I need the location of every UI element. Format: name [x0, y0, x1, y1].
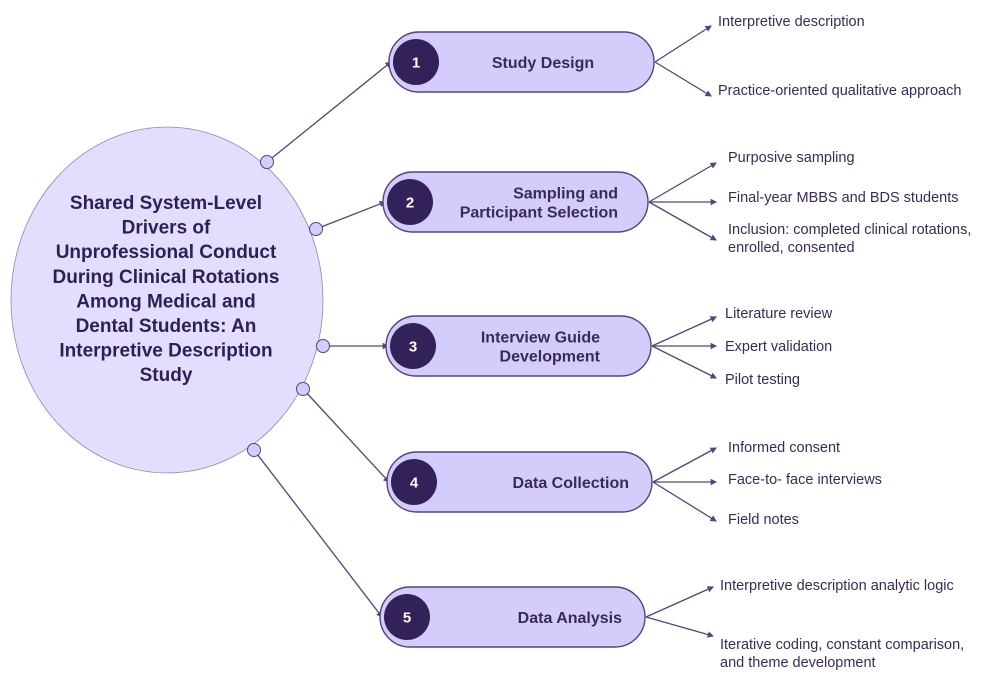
connector-dot [316, 339, 330, 353]
step-5: 5 Data Analysis Interpretive description a… [379, 578, 964, 671]
step-label: Interview Guide [481, 330, 600, 347]
hub-title-line: During Clinical Rotations [53, 267, 280, 288]
branch-arrow [652, 447, 717, 483]
branch-item-text: Interpretive description analytic logic [720, 578, 954, 594]
hub-title-line: Shared System-Level [70, 193, 262, 214]
hub-connector-line [266, 61, 392, 163]
branch-item-text: Iterative coding, constant comparison, [720, 637, 964, 653]
step-label: Participant Selection [460, 205, 618, 222]
step-number: 2 [406, 195, 414, 212]
hub-connector-line [302, 388, 390, 483]
step-pill [382, 171, 649, 233]
hub-title-line: Among Medical and [76, 291, 255, 312]
step-label: Sampling and [513, 186, 618, 203]
step-number-badge [384, 594, 430, 640]
step-label: Data Collection [513, 475, 629, 492]
branch-item-text: Field notes [728, 512, 799, 528]
branch-item-text: and theme development [720, 655, 876, 671]
branch-item-text: Expert validation [725, 339, 832, 355]
hub-ellipse [10, 126, 324, 474]
connector-dots [247, 155, 330, 457]
step-label: Development [500, 349, 601, 366]
branch-arrow [645, 586, 714, 618]
connector-dot [296, 382, 310, 396]
branch-item-text: Pilot testing [725, 372, 800, 388]
branch-arrow [651, 316, 717, 347]
step-label: Data Analysis [518, 610, 622, 627]
connector-dot [260, 155, 274, 169]
branch-arrow [651, 345, 717, 379]
step-label: Study Design [492, 55, 594, 72]
step-pill [385, 315, 652, 377]
hub-title-line: Interpretive Description [59, 341, 272, 362]
step-1: 1 Study Design Interpretive descriptionPra… [388, 14, 961, 99]
step-number-badge [391, 459, 437, 505]
step-4: 4 Data Collection Informed consentFace-to-… [386, 440, 882, 528]
branch-arrow [654, 61, 712, 97]
step-number-badge [393, 39, 439, 85]
connector-dot [247, 443, 261, 457]
step-pill [388, 31, 655, 93]
branch-item-text: Interpretive description [718, 14, 865, 30]
step-number: 4 [410, 475, 419, 492]
hub-connector-line [315, 200, 387, 230]
step-number: 5 [403, 610, 411, 627]
branch-item-text: Final-year MBBS and BDS students [728, 190, 959, 206]
step-number: 3 [409, 339, 417, 356]
step-number: 1 [412, 55, 420, 72]
branch-item-text: Inclusion: completed clinical rotations, [728, 222, 971, 238]
branch-item-text: Literature review [725, 306, 833, 322]
step-pill [386, 451, 653, 513]
branch-arrow [652, 481, 717, 522]
step-number-badge [390, 323, 436, 369]
branch-item-text: Purposive sampling [728, 150, 855, 166]
hub-connector-line [253, 449, 383, 618]
connector-dot [309, 222, 323, 236]
hub-title-line: Unprofessional Conduct [56, 242, 277, 263]
branch-item-text: Informed consent [728, 440, 840, 456]
branch-item-text: Practice-oriented qualitative approach [718, 83, 961, 99]
hub-title-line: Study [140, 365, 193, 386]
hub-title-line: Drivers of [122, 218, 211, 239]
branch-arrow [654, 25, 712, 63]
branch-item-text: Face-to- face interviews [728, 472, 882, 488]
hub-title-line: Dental Students: An [76, 316, 257, 337]
branch-arrow [645, 616, 715, 638]
connectors [253, 61, 392, 618]
branch-item-text: enrolled, consented [728, 240, 855, 256]
branch-arrow [648, 162, 717, 203]
step-pill [379, 586, 646, 648]
steps: 1 Study Design Interpretive descriptionPra… [379, 14, 971, 671]
branch-arrow [648, 201, 717, 241]
step-number-badge [387, 179, 433, 225]
